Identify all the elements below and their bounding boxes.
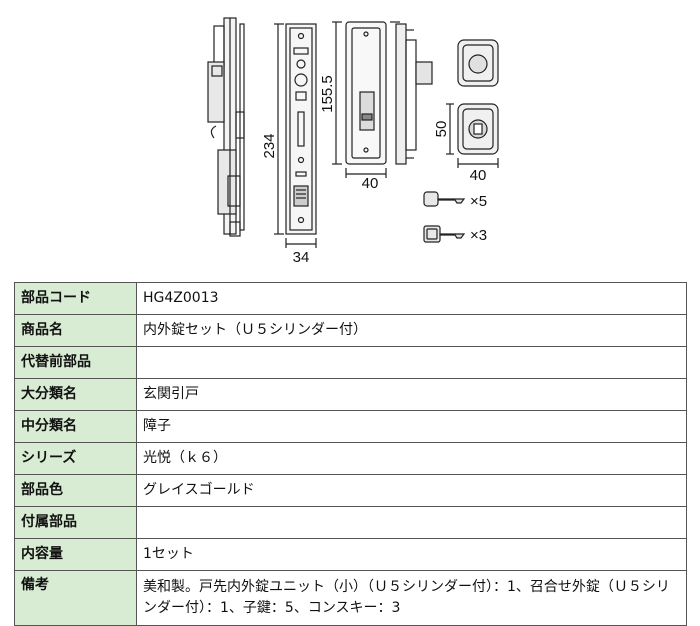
spec-value: 内外錠セット（Ｕ５シリンダー付）: [136, 314, 687, 347]
spec-value: 障子: [136, 410, 687, 443]
dim-width-body: 40: [362, 175, 379, 192]
spec-value: 1セット: [136, 538, 687, 571]
spec-label: 中分類名: [14, 410, 137, 443]
spec-row-quantity: 内容量 1セット: [14, 538, 687, 571]
spec-row-accessories: 付属部品: [14, 506, 687, 539]
spec-value: グレイスゴールド: [136, 474, 687, 507]
spec-row-major-category: 大分類名 玄関引戸: [14, 378, 687, 411]
construction-key-qty: ×3: [470, 227, 487, 244]
spec-row-color: 部品色 グレイスゴールド: [14, 474, 687, 507]
dim-width-plate: 34: [293, 249, 310, 266]
spec-row-replacement-part: 代替前部品: [14, 346, 687, 379]
child-key-qty: ×5: [470, 193, 487, 210]
spec-value: 玄関引戸: [136, 378, 687, 411]
spec-value: 美和製。戸先内外錠ユニット（小）（Ｕ５シリンダー付）：1、召合せ外錠（Ｕ５シリン…: [136, 570, 687, 626]
spec-label: シリーズ: [14, 442, 137, 475]
dim-height-total: 234: [261, 133, 278, 158]
cylinder-keyway-view: [457, 103, 499, 155]
spec-row-part-code: 部品コード HG4Z0013: [14, 282, 687, 315]
spec-label: 代替前部品: [14, 346, 137, 379]
spec-value: HG4Z0013: [136, 282, 687, 315]
lock-front-plate: [285, 23, 317, 235]
spec-row-series: シリーズ 光悦（ｋ６）: [14, 442, 687, 475]
spec-label: 部品色: [14, 474, 137, 507]
spec-value: 光悦（ｋ６）: [136, 442, 687, 475]
spec-row-mid-category: 中分類名 障子: [14, 410, 687, 443]
spec-label: 商品名: [14, 314, 137, 347]
outer-lock-side-view: [395, 23, 433, 165]
child-key-icon: [423, 191, 466, 207]
spec-value: [136, 346, 687, 379]
spec-label: 備考: [14, 570, 137, 626]
lock-side-view: [207, 17, 245, 237]
spec-row-product-name: 商品名 内外錠セット（Ｕ５シリンダー付）: [14, 314, 687, 347]
spec-label: 内容量: [14, 538, 137, 571]
cylinder-front-view: [457, 39, 499, 87]
spec-label: 大分類名: [14, 378, 137, 411]
dim-height-body: 155.5: [319, 75, 336, 113]
product-drawing: 234 155.5 34 40 50 40 ×5 ×3: [0, 0, 700, 272]
spec-row-remarks: 備考 美和製。戸先内外錠ユニット（小）（Ｕ５シリンダー付）：1、召合せ外錠（Ｕ５…: [14, 570, 687, 626]
dim-width-cylinder: 40: [470, 167, 487, 184]
construction-key-icon: [423, 225, 466, 243]
spec-table: 部品コード HG4Z0013 商品名 内外錠セット（Ｕ５シリンダー付） 代替前部…: [14, 282, 687, 626]
dim-height-cylinder: 50: [433, 121, 450, 138]
outer-lock-body: [345, 21, 400, 165]
spec-label: 付属部品: [14, 506, 137, 539]
spec-value: [136, 506, 687, 539]
spec-label: 部品コード: [14, 282, 137, 315]
